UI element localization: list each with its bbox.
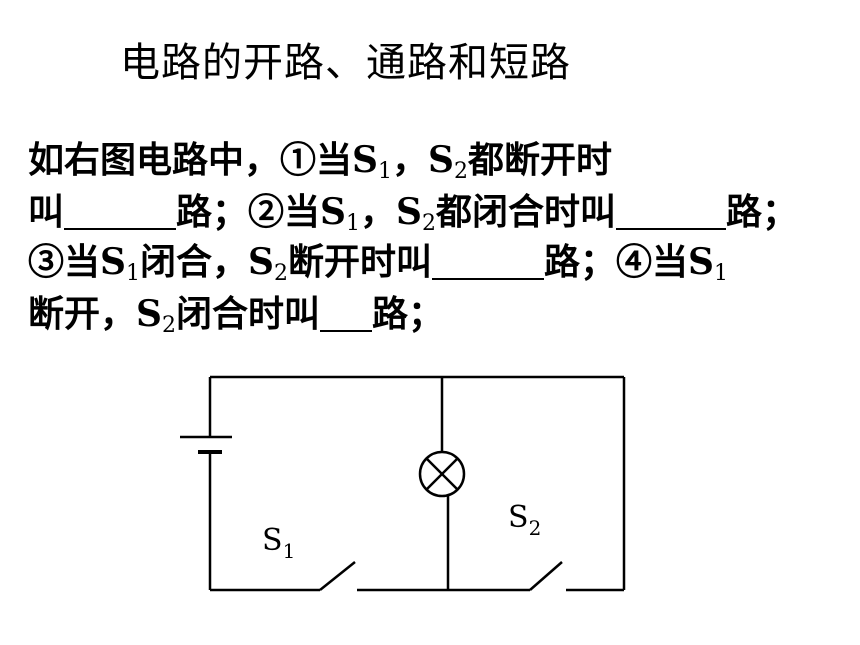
- switch-s1-label: S1: [262, 523, 295, 563]
- question-text: 如右图电路中，①当S: [28, 139, 378, 181]
- subscript: 2: [454, 159, 468, 184]
- answer-blank-4[interactable]: [320, 296, 373, 332]
- subscript: 1: [378, 159, 392, 184]
- question-text: ，S: [360, 191, 423, 233]
- subscript: 1: [126, 261, 140, 286]
- question-text: ③当S: [28, 241, 126, 283]
- question-text: 路；②当S: [176, 191, 347, 233]
- question-text: ，S: [392, 139, 454, 181]
- question-text: 叫: [28, 191, 65, 233]
- subscript: 2: [274, 261, 288, 286]
- answer-blank-3[interactable]: [432, 244, 545, 280]
- question-line-1: 如右图电路中，①当S1，S2都断开时: [28, 138, 612, 194]
- page-title: 电路的开路、通路和短路: [120, 40, 571, 86]
- question-text: 闭合时叫: [176, 293, 321, 335]
- question-line-2: 叫 路；②当S1，S2都闭合时叫 路；: [28, 190, 798, 246]
- question-text: 断开，S: [28, 293, 162, 335]
- question-line-4: 断开，S2闭合时叫 路；: [28, 292, 444, 348]
- question-text: 都断开时: [468, 139, 613, 181]
- answer-blank-2[interactable]: [616, 194, 727, 230]
- question-text: 断开时叫: [288, 241, 433, 283]
- switch-s1-blade: [319, 561, 356, 591]
- switch-s2-label: S2: [508, 500, 541, 540]
- question-line-3: ③当S1闭合，S2断开时叫路；④当S1: [28, 240, 728, 296]
- lamp-cross: [425, 457, 459, 491]
- question-text: 路；: [372, 293, 445, 335]
- answer-blank-1[interactable]: [64, 194, 177, 230]
- question-text: 路；④当S: [544, 241, 715, 283]
- switch-s2-blade: [529, 561, 563, 591]
- question-text: 都闭合时叫: [436, 191, 617, 233]
- lamp-icon: [418, 450, 466, 498]
- subscript: 1: [346, 211, 361, 236]
- subscript: 2: [162, 313, 176, 338]
- subscript: 1: [714, 261, 729, 286]
- question-text: 闭合，S: [140, 241, 274, 283]
- subscript: 2: [422, 211, 437, 236]
- question-text: 路；: [726, 191, 799, 233]
